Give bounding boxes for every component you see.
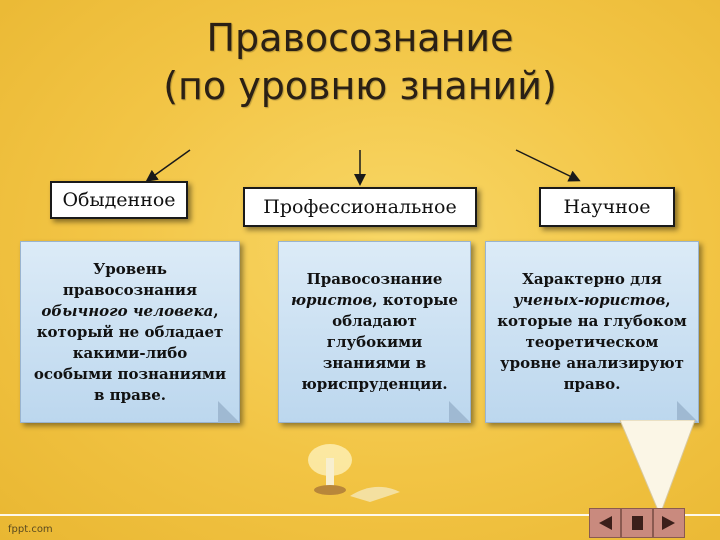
page-curl xyxy=(449,401,471,423)
arrow-left-icon xyxy=(599,516,612,530)
header-scientific-label: Научное xyxy=(563,196,651,218)
page-curl xyxy=(218,401,240,423)
page-curl xyxy=(677,401,699,423)
prev-slide-button[interactable] xyxy=(589,508,621,538)
footer-brand: fppt.com xyxy=(8,524,53,535)
connector-arrows xyxy=(145,149,581,186)
page-icon xyxy=(632,516,643,530)
header-professional-label: Профессиональное xyxy=(263,196,457,218)
header-professional: Профессиональное xyxy=(243,187,477,227)
card-professional-text: Правосознание юристов, которые обладают … xyxy=(291,270,458,393)
arrow-right-icon xyxy=(662,516,675,530)
arrow-right xyxy=(515,149,581,182)
slide-menu-button[interactable] xyxy=(621,508,653,538)
header-ordinary: Обыденное xyxy=(50,181,188,219)
card-ordinary: Уровень правосознания обычного человека,… xyxy=(20,241,240,423)
title-line-1: Правосознание xyxy=(206,16,514,60)
page-title: Правосознание (по уровню знаний) xyxy=(0,14,720,110)
pencil-decoration xyxy=(619,420,696,517)
footer-divider xyxy=(0,514,720,516)
header-ordinary-label: Обыденное xyxy=(62,189,176,211)
card-professional: Правосознание юристов, которые обладают … xyxy=(278,241,471,423)
card-ordinary-text: Уровень правосознания обычного человека,… xyxy=(33,259,227,404)
card-scientific: Характерно для ученых-юристов, которые н… xyxy=(485,241,699,423)
card-scientific-text: Характерно для ученых-юристов, которые н… xyxy=(497,270,687,393)
title-line-2: (по уровню знаний) xyxy=(163,64,557,108)
candle-icon xyxy=(308,444,400,502)
arrow-left xyxy=(145,149,191,182)
header-scientific: Научное xyxy=(539,187,675,227)
next-slide-button[interactable] xyxy=(653,508,685,538)
